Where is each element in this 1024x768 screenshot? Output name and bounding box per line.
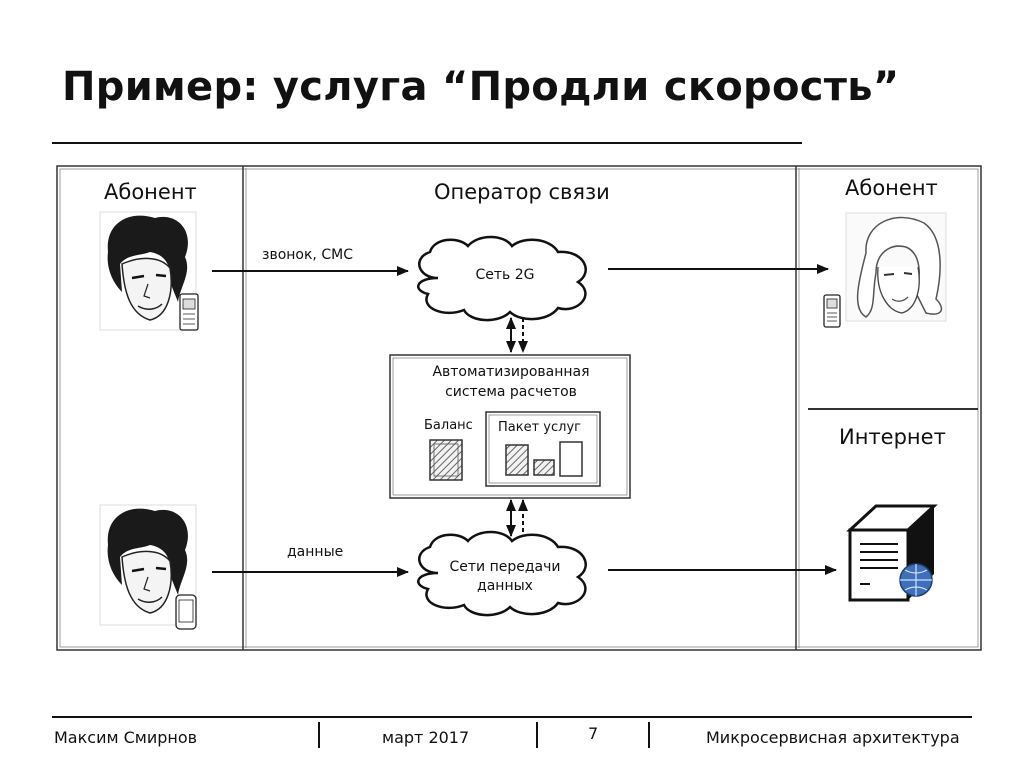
package-label: Пакет услуг [498, 420, 581, 435]
column-label-subscriber: Абонент [104, 180, 197, 204]
balance-icon [429, 439, 463, 481]
footer-author: Максим Смирнов [54, 728, 198, 747]
cloud-label-data-line2: данных [477, 578, 533, 594]
footer-page-number: 7 [588, 724, 599, 743]
edge-label-call-sms: звонок, СМС [262, 247, 353, 263]
subscriber-female-avatar-icon [823, 212, 947, 328]
billing-title-line2: система расчетов [445, 384, 577, 400]
footer-date: март 2017 [382, 728, 470, 747]
billing-title-line1: Автоматизированная [432, 364, 590, 380]
footer-separator [648, 722, 650, 748]
service-package-box [485, 411, 601, 487]
cloud-label-2g: Сеть 2G [475, 267, 535, 283]
cloud-label-data-line1: Сети передачи [449, 559, 561, 575]
footer-rule [52, 716, 972, 718]
cloud-data-networks [417, 530, 587, 617]
edge-label-data: данные [287, 544, 344, 560]
column-label-subscriber-right: Абонент [845, 176, 938, 200]
subscriber-avatar-icon [99, 211, 199, 331]
subscriber-avatar-icon [99, 504, 197, 630]
package-bars-icon [505, 441, 583, 477]
footer-topic: Микросервисная архитектура [706, 728, 960, 747]
footer-separator [318, 722, 320, 748]
arrows [212, 264, 837, 577]
server-icon [846, 504, 938, 602]
footer-separator [536, 722, 538, 748]
column-label-operator: Оператор связи [434, 180, 610, 204]
title-underline [52, 142, 802, 144]
balance-label: Баланс [424, 418, 473, 433]
cloud-2g [417, 235, 587, 322]
billing-system-box [389, 354, 631, 499]
page-title: Пример: услуга “Продли скорость” [62, 64, 900, 110]
column-label-internet: Интернет [839, 425, 946, 449]
